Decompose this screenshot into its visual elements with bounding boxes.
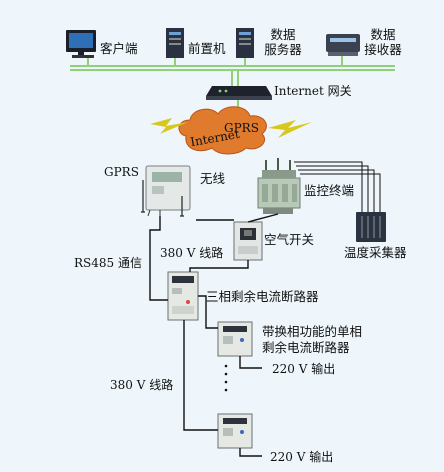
single-breaker-label-line1: 带换相功能的单相 <box>262 324 363 339</box>
front-server-icon <box>166 28 184 58</box>
wireless-label: 无线 <box>200 171 226 186</box>
data-server-label-line1: 数据 <box>270 27 296 42</box>
data-receiver-icon <box>326 34 360 56</box>
line-top-label: 380 V 线路 <box>160 246 224 260</box>
single-breaker-label-line2: 剩余电流断路器 <box>262 340 350 355</box>
cloud-gprs-label: GPRS <box>224 121 259 135</box>
line-bottom-label: 380 V 线路 <box>110 378 174 392</box>
front-server-label: 前置机 <box>188 41 226 56</box>
continuation-dots <box>224 364 228 392</box>
output-1-label: 220 V 输出 <box>272 362 336 376</box>
three-phase-breaker-label: 三相剩余电流断路器 <box>206 289 319 304</box>
three-phase-breaker-icon <box>167 271 199 321</box>
internet-gateway-icon <box>206 86 272 100</box>
client-computer-icon <box>66 30 96 58</box>
data-server-icon <box>236 28 254 58</box>
output-2-label: 220 V 输出 <box>270 450 334 464</box>
monitor-terminal-label: 监控终端 <box>304 183 355 198</box>
air-switch-icon <box>233 221 263 261</box>
temperature-collector-icon <box>356 212 386 242</box>
sensor-wires <box>294 161 381 212</box>
air-switch-label: 空气开关 <box>264 232 315 247</box>
temp-collector-label: 温度采集器 <box>344 245 407 260</box>
gprs-meter-label: GPRS <box>104 165 139 179</box>
internet-gprs-cloud-icon <box>178 106 267 155</box>
lightning-left-icon <box>150 118 188 134</box>
rs485-label: RS485 通信 <box>74 256 142 270</box>
power-wires <box>149 213 279 457</box>
single-phase-breaker-2-icon <box>217 413 253 449</box>
lightning-right-icon <box>268 120 312 138</box>
receiver-label-line1: 数据 <box>370 27 396 42</box>
client-label: 客户端 <box>100 41 138 56</box>
antenna-icon <box>141 180 184 217</box>
single-phase-breaker-1-icon <box>217 321 253 357</box>
receiver-label-line2: 接收器 <box>364 42 402 57</box>
monitor-terminal-transformer-icon <box>257 158 301 214</box>
gateway-label: Internet 网关 <box>274 84 352 98</box>
network-bus <box>70 56 395 86</box>
gprs-meter-icon <box>145 165 191 217</box>
data-server-label-line2: 服务器 <box>264 42 302 57</box>
